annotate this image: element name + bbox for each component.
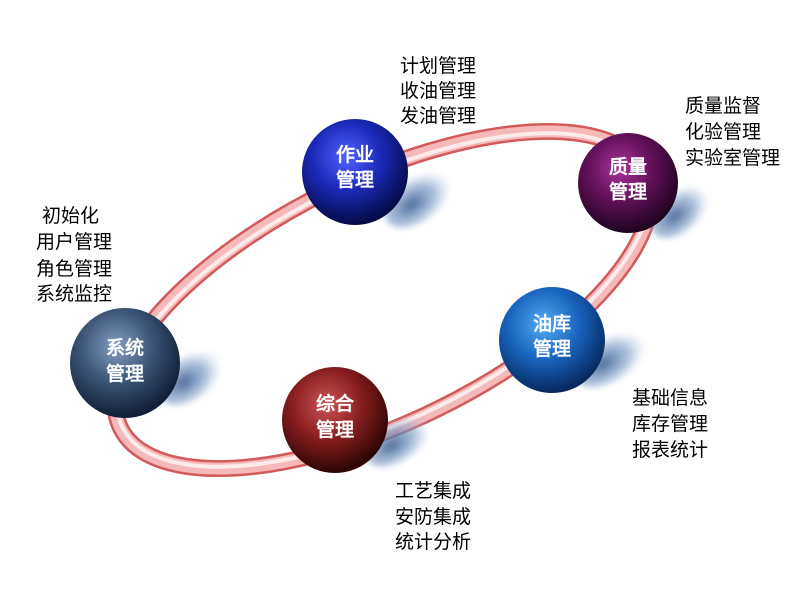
youku-items: 基础信息 库存管理 报表统计 bbox=[632, 387, 708, 461]
node-zonghe-title-line1: 综合 bbox=[316, 392, 355, 415]
node-youku-title-line2: 管理 bbox=[533, 337, 571, 360]
node-xitong: 系统 管理 bbox=[70, 308, 180, 418]
zhiliang-item: 化验管理 bbox=[685, 121, 761, 143]
node-xitong-title-line2: 管理 bbox=[106, 362, 144, 385]
zuoye-items: 计划管理 收油管理 发油管理 bbox=[400, 55, 476, 127]
youku-item: 报表统计 bbox=[632, 439, 708, 461]
node-zonghe-sphere bbox=[282, 367, 388, 473]
zuoye-item: 计划管理 bbox=[400, 55, 476, 77]
node-zonghe: 综合 管理 bbox=[282, 367, 388, 473]
xitong-item: 系统监控 bbox=[36, 283, 112, 305]
node-youku-sphere bbox=[499, 287, 605, 393]
xitong-items: 初始化 用户管理 角色管理 系统监控 bbox=[36, 205, 112, 305]
node-zonghe-title-line2: 管理 bbox=[316, 418, 354, 441]
xitong-item: 用户管理 bbox=[36, 231, 112, 253]
xitong-item: 初始化 bbox=[42, 205, 99, 227]
node-zhiliang-sphere bbox=[578, 133, 678, 233]
zhiliang-items: 质量监督 化验管理 实验室管理 bbox=[685, 95, 780, 169]
youku-item: 库存管理 bbox=[632, 413, 708, 435]
zuoye-item: 发油管理 bbox=[400, 105, 476, 127]
node-youku-title-line1: 油库 bbox=[533, 312, 571, 335]
node-zuoye: 作业 管理 bbox=[302, 119, 408, 225]
zonghe-item: 工艺集成 bbox=[395, 480, 471, 502]
node-zhiliang: 质量 管理 bbox=[578, 133, 678, 233]
zonghe-items: 工艺集成 安防集成 统计分析 bbox=[395, 480, 471, 553]
node-zhiliang-title-line1: 质量 bbox=[609, 156, 647, 178]
zuoye-item: 收油管理 bbox=[400, 80, 476, 102]
zonghe-item: 统计分析 bbox=[395, 531, 471, 553]
zhiliang-item: 实验室管理 bbox=[685, 147, 780, 169]
node-xitong-sphere bbox=[70, 308, 180, 418]
node-zuoye-title-line1: 作业 bbox=[336, 143, 374, 166]
zonghe-item: 安防集成 bbox=[395, 506, 471, 528]
node-zhiliang-title-line2: 管理 bbox=[609, 180, 647, 203]
node-zuoye-title-line2: 管理 bbox=[336, 168, 374, 191]
node-zuoye-sphere bbox=[302, 119, 408, 225]
xitong-item: 角色管理 bbox=[36, 258, 112, 280]
zhiliang-item: 质量监督 bbox=[685, 95, 761, 117]
youku-item: 基础信息 bbox=[632, 387, 708, 409]
node-xitong-title-line1: 系统 bbox=[106, 336, 144, 359]
node-youku: 油库 管理 bbox=[499, 287, 605, 393]
